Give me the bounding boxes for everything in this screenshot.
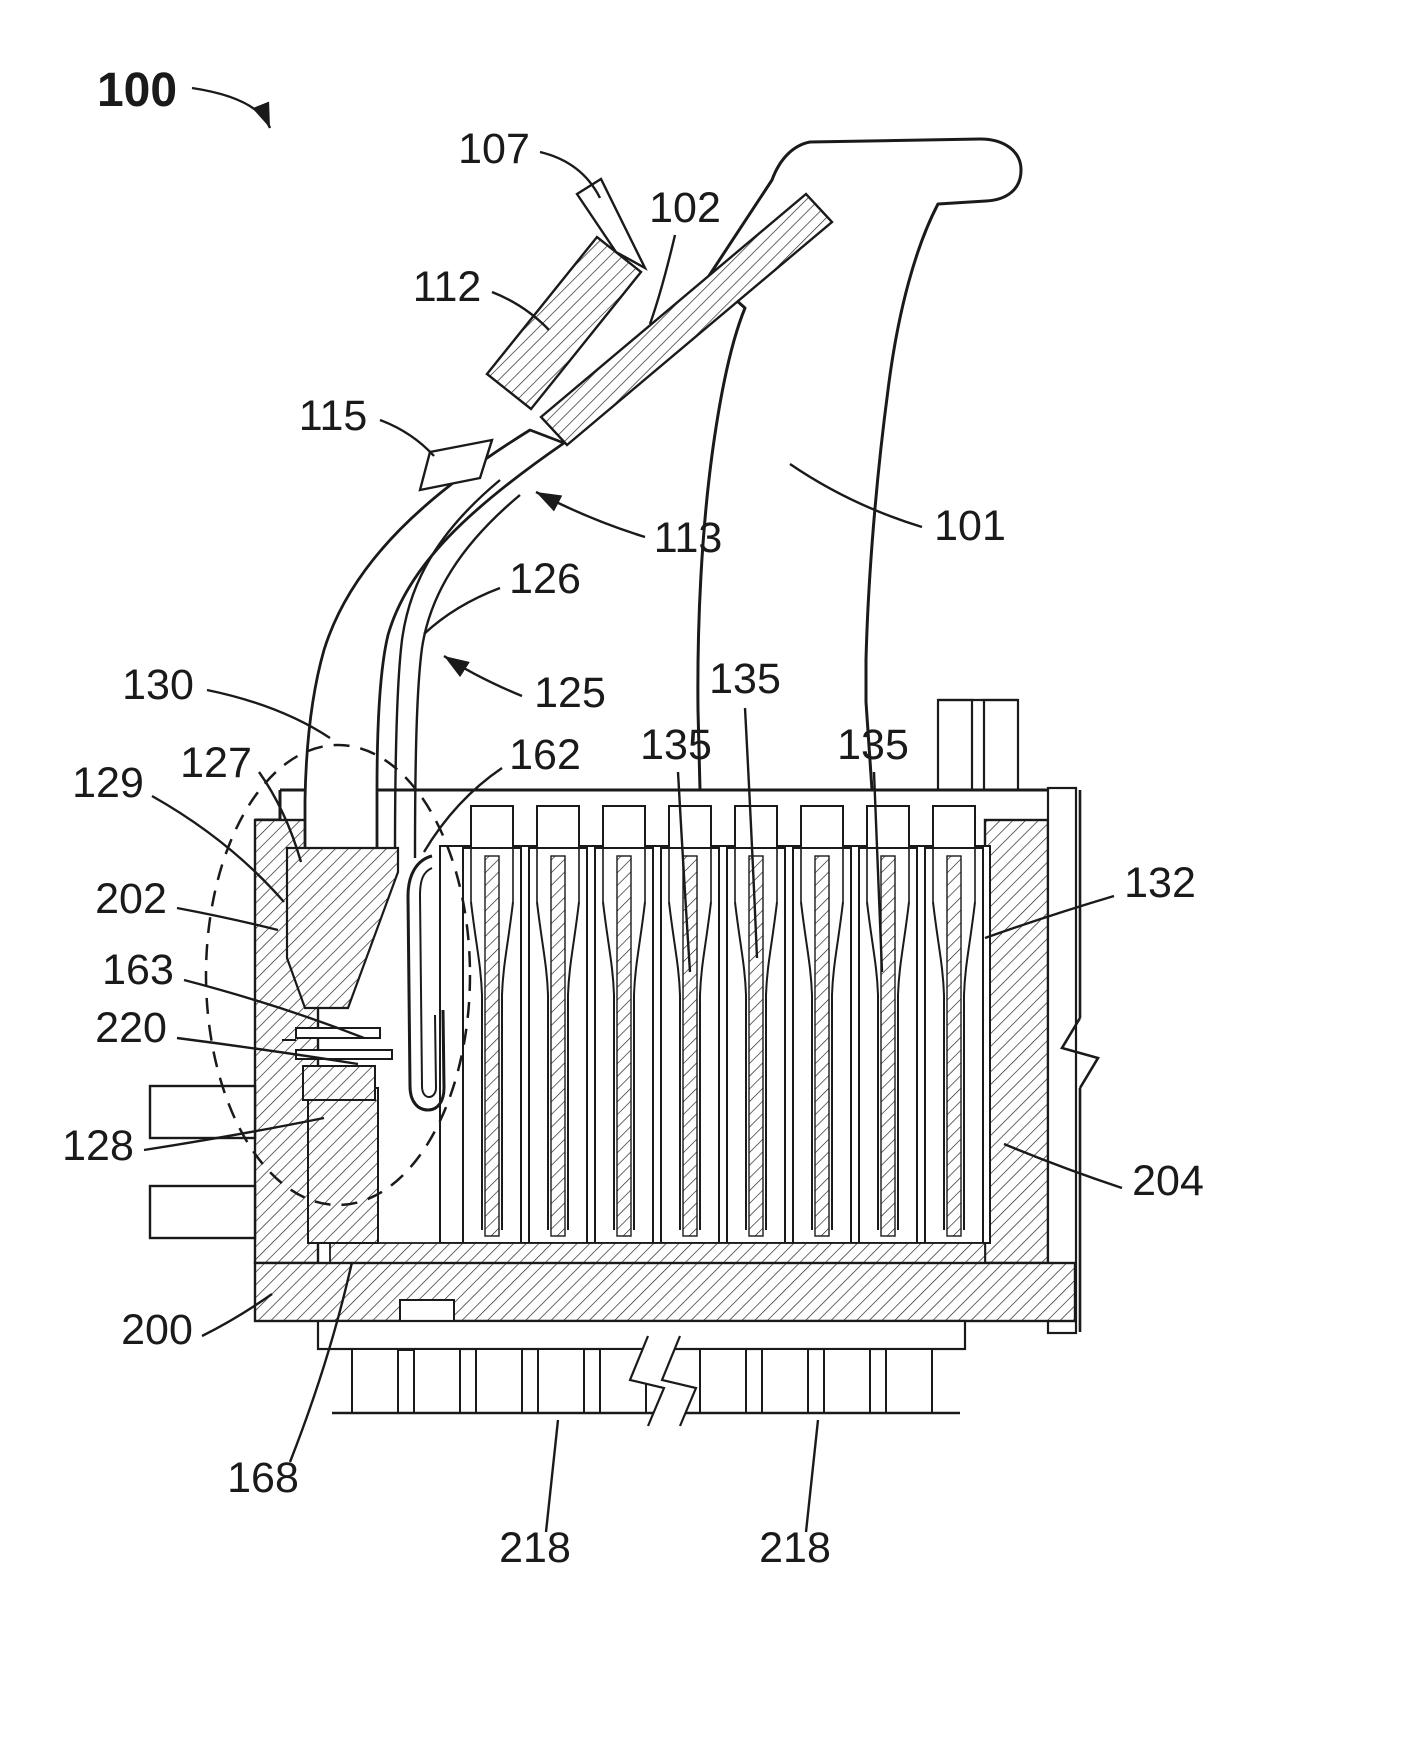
right-outer-plate [1046, 786, 1078, 1335]
ref-label-115: 115 [299, 392, 368, 440]
ref-label-200: 200 [121, 1306, 193, 1354]
latch-finger-assembly [485, 177, 834, 447]
leader-218b [804, 1419, 820, 1533]
spring-contact-assembly [282, 854, 446, 1112]
leader-107 [539, 150, 602, 199]
housing-top-posts [936, 698, 1020, 792]
leader-128 [143, 1116, 325, 1152]
leader-127 [258, 771, 303, 863]
leader-lines [143, 86, 1123, 1533]
ref-label-132: 132 [1124, 859, 1196, 907]
detail-region-dashed-circle [204, 743, 472, 1207]
leader-220 [176, 1036, 359, 1066]
bottom-plate-200 [253, 1261, 1077, 1323]
leader-202 [176, 906, 279, 932]
ref-label-135b: 135 [640, 721, 712, 769]
ref-label-113: 113 [654, 514, 723, 562]
leader-204 [1003, 1142, 1123, 1190]
connector-housing [148, 698, 1100, 1427]
ref-label-102: 102 [649, 184, 721, 232]
ref-label-204: 204 [1132, 1157, 1204, 1205]
leader-115 [379, 418, 435, 457]
lever-actuator-101 [696, 137, 1023, 792]
contact-pins-218 [332, 1348, 960, 1415]
ref-label-218a: 218 [499, 1524, 571, 1572]
pin-header [316, 1319, 967, 1351]
ref-label-128: 128 [62, 1122, 134, 1170]
leader-102 [648, 234, 677, 325]
leader-135a [743, 707, 759, 959]
leader-200 [201, 1293, 273, 1338]
ref-label-163: 163 [102, 946, 174, 994]
ref-label-125: 125 [534, 669, 606, 717]
leader-112 [491, 290, 550, 331]
ref-label-130: 130 [122, 661, 194, 709]
ref-label-202: 202 [95, 875, 167, 923]
ref-label-100: 100 [97, 64, 177, 117]
leader-135b [676, 771, 692, 973]
inner-floor-168 [329, 1242, 986, 1264]
ref-label-112: 112 [413, 263, 482, 311]
right-wall-204 [983, 818, 1050, 1265]
ref-label-129: 129 [72, 759, 144, 807]
arm-ledge-115 [418, 438, 494, 492]
latch-tip-107 [575, 177, 648, 271]
leader-100 [191, 86, 272, 129]
inner-wall-128 [307, 1087, 379, 1244]
ref-label-162: 162 [509, 731, 581, 779]
ref-label-220: 220 [95, 1004, 167, 1052]
section-wedge-127 [285, 846, 400, 1010]
ref-label-126: 126 [509, 555, 581, 603]
contact-bar-163 [295, 1027, 381, 1039]
spring-arm-assembly [303, 428, 566, 859]
leader-162 [422, 767, 503, 853]
left-mount-tab-upper [148, 1084, 257, 1140]
leader-129 [151, 794, 285, 903]
contact-block [302, 1065, 376, 1101]
inner-strip-125 [413, 494, 521, 859]
ref-label-135a: 135 [709, 655, 781, 703]
latch-strip-102 [539, 192, 834, 447]
leader-135c [872, 771, 884, 973]
ref-label-107: 107 [458, 125, 530, 173]
spring-contact-162 [406, 854, 446, 1112]
leader-132 [984, 894, 1115, 940]
left-mount-tab-lower [148, 1184, 257, 1240]
ref-label-101: 101 [934, 502, 1006, 550]
bottom-break-symbol [628, 1335, 698, 1427]
leader-101 [789, 463, 923, 529]
leader-163 [183, 978, 365, 1040]
leader-218a [544, 1419, 560, 1533]
latch-strip-112 [485, 235, 643, 411]
ref-label-218b: 218 [759, 1524, 831, 1572]
reference-numerals: 100 107 102 112 115 113 101 126 125 130 … [62, 64, 1204, 1572]
ref-label-127: 127 [180, 739, 252, 787]
spring-contact-inner [418, 867, 438, 1099]
leader-130 [206, 688, 331, 740]
leader-125 [443, 654, 523, 698]
ref-label-135c: 135 [837, 721, 909, 769]
leader-126 [423, 586, 501, 635]
leader-168 [288, 1261, 354, 1463]
right-border-break [1060, 790, 1100, 1332]
ref-label-168: 168 [227, 1454, 299, 1502]
leader-113 [535, 490, 646, 539]
